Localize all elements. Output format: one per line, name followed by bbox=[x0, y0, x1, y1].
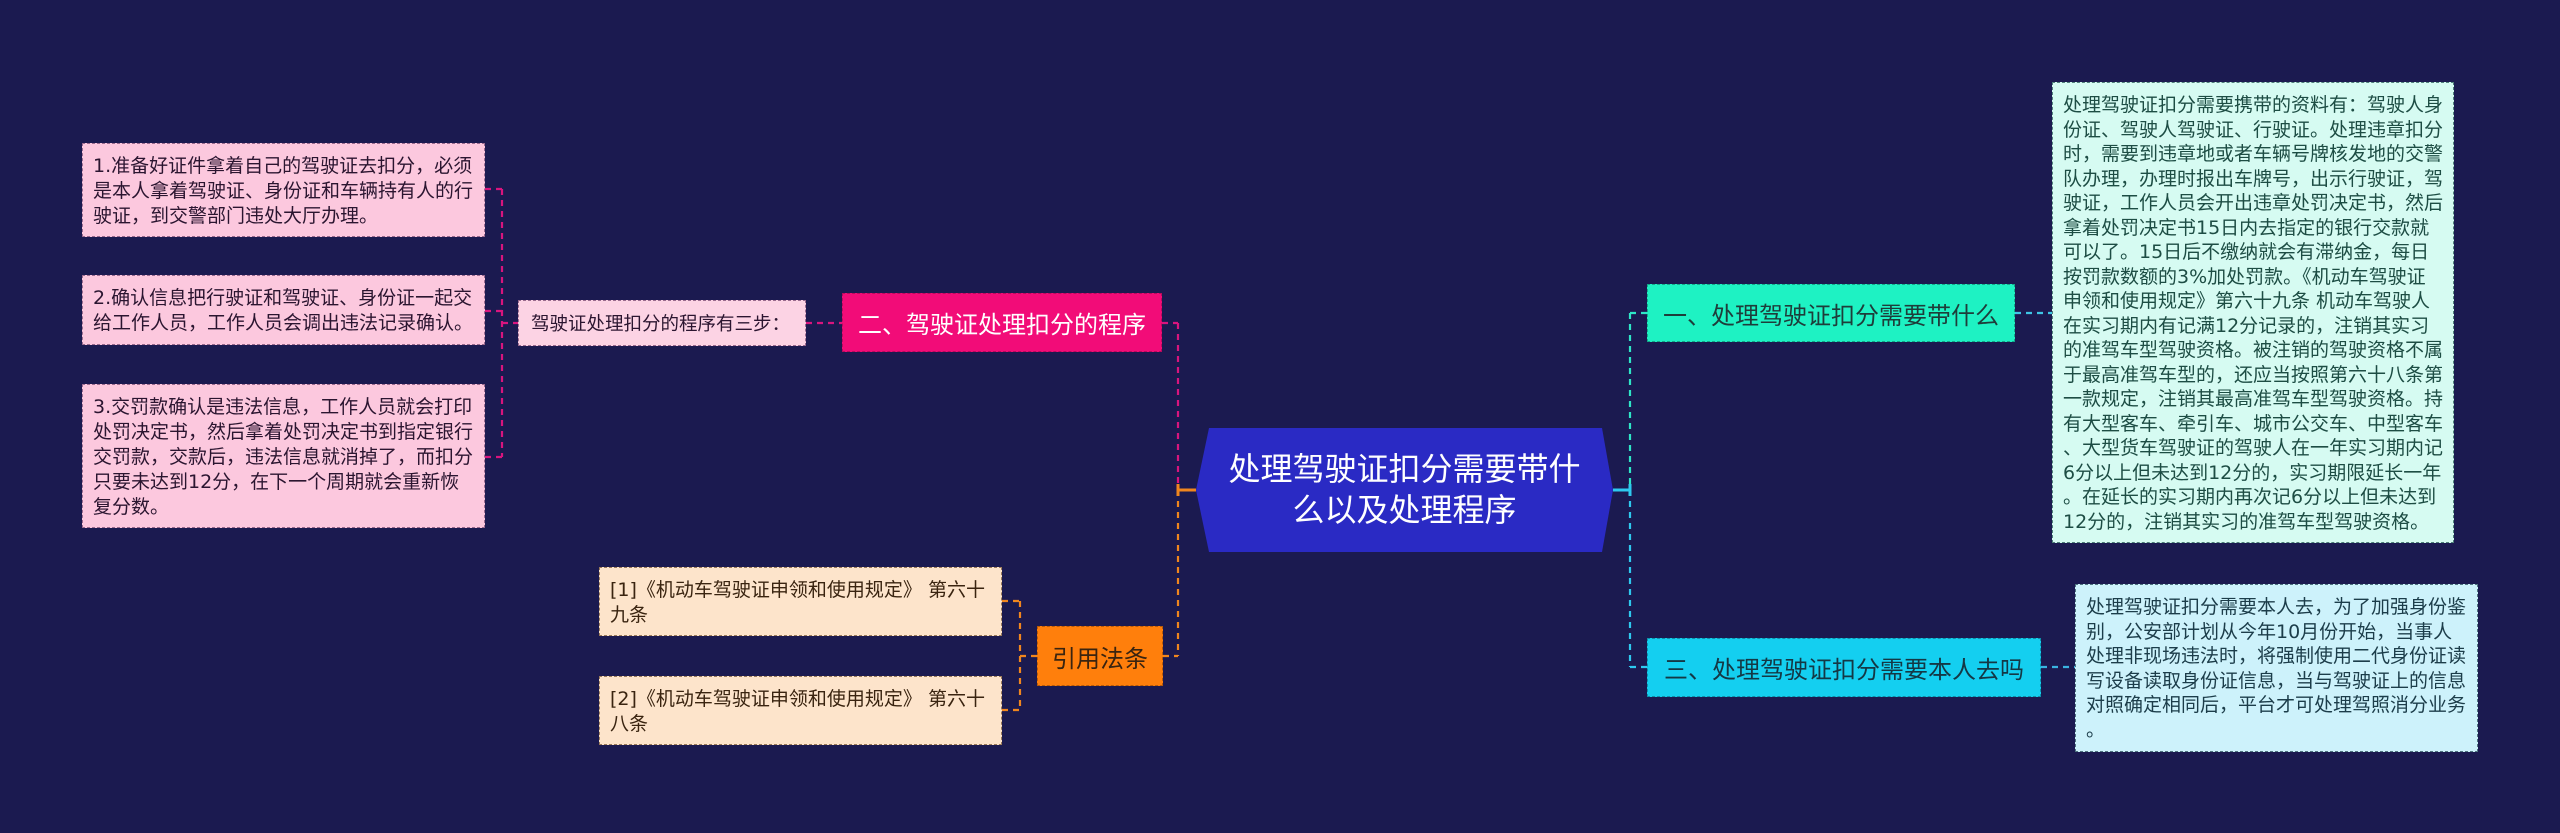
detail-text-line: 。 bbox=[2086, 718, 2106, 741]
step-text-line: 2.确认信息把行驶证和驾驶证、身份证一起交 bbox=[93, 287, 473, 309]
procedure-step-3: 3.交罚款确认是违法信息，工作人员就会打印 处罚决定书，然后拿着处罚决定书到指定… bbox=[82, 384, 485, 528]
detail-text-line: 写设备读取身份证信息，当与驾驶证上的信息 bbox=[2086, 669, 2467, 692]
central-topic-line: 处理驾驶证扣分需要带什 bbox=[1228, 450, 1581, 488]
detail-text-line: 时，需要到违章地或者车辆号牌核发地的交警 bbox=[2063, 143, 2444, 165]
detail-text-line: 于最高准驾车型的，还应当按照第六十八条第 bbox=[2063, 363, 2444, 386]
detail-what-to-bring: 处理驾驶证扣分需要携带的资料有：驾驶人身 份证、驾驶人驾驶证、行驶证。处理违章扣… bbox=[2052, 82, 2454, 543]
detail-text-line: 在实习期内有记满12分记录的，注销其实习 bbox=[2063, 314, 2430, 337]
procedure-steps-label-text: 驾驶证处理扣分的程序有三步： bbox=[531, 314, 791, 335]
reference-text-line: [1]《机动车驾驶证申领和使用规定》 第六十 bbox=[610, 579, 985, 601]
detail-text-line: 处理驾驶证扣分需要携带的资料有：驾驶人身 bbox=[2063, 94, 2444, 116]
procedure-step-2: 2.确认信息把行驶证和驾驶证、身份证一起交 给工作人员，工作人员会调出违法记录确… bbox=[82, 275, 485, 345]
step-text-line: 处罚决定书，然后拿着处罚决定书到指定银行 bbox=[93, 421, 474, 443]
topic-procedure: 二、驾驶证处理扣分的程序 bbox=[842, 293, 1162, 352]
detail-text-line: 拿着处罚决定书15日内去指定的银行交款就 bbox=[2063, 216, 2430, 239]
step-text-line: 是本人拿着驾驶证、身份证和车辆持有人的行 bbox=[93, 180, 474, 202]
step-text-line: 驶证，到交警部门违处大厅办理。 bbox=[93, 205, 379, 227]
detail-text-line: 、大型货车驾驶证的驾驶人在一年实习期内记 bbox=[2063, 437, 2444, 459]
detail-text-line: 可以了。15日后不缴纳就会有滞纳金，每日 bbox=[2063, 241, 2430, 263]
topic-what-to-bring: 一、处理驾驶证扣分需要带什么 bbox=[1647, 284, 2015, 342]
topic-procedure-label: 二、驾驶证处理扣分的程序 bbox=[858, 311, 1146, 339]
step-text-line: 给工作人员，工作人员会调出违法记录确认。 bbox=[93, 312, 474, 334]
detail-text-line: 处理驾驶证扣分需要本人去，为了加强身份鉴 bbox=[2086, 596, 2467, 618]
central-topic: 处理驾驶证扣分需要带什 么以及处理程序 bbox=[1196, 428, 1613, 552]
detail-text-line: 6分以上但未达到12分的，实习期限延长一年 bbox=[2063, 461, 2442, 484]
detail-text-line: 别，公安部计划从今年10月份开始，当事人 bbox=[2086, 620, 2453, 643]
topic-references: 引用法条 bbox=[1037, 626, 1163, 686]
step-text-line: 1.准备好证件拿着自己的驾驶证去扣分，必须 bbox=[93, 155, 473, 177]
reference-text-line: 九条 bbox=[610, 603, 649, 626]
topic-in-person: 三、处理驾驶证扣分需要本人去吗 bbox=[1647, 638, 2041, 697]
topic-what-to-bring-label: 一、处理驾驶证扣分需要带什么 bbox=[1663, 301, 1999, 330]
topic-in-person-label: 三、处理驾驶证扣分需要本人去吗 bbox=[1664, 656, 2024, 684]
reference-text-line: [2]《机动车驾驶证申领和使用规定》 第六十 bbox=[610, 688, 985, 710]
central-topic-line: 么以及处理程序 bbox=[1292, 491, 1517, 529]
detail-text-line: 。在延长的实习期内再次记6分以上但未达到 bbox=[2063, 486, 2437, 508]
detail-text-line: 有大型客车、牵引车、城市公交车、中型客车 bbox=[2063, 412, 2444, 435]
detail-text-line: 一款规定，注销其最高准驾车型驾驶资格。持 bbox=[2063, 388, 2444, 410]
reference-text-line: 八条 bbox=[610, 712, 649, 735]
detail-text-line: 按罚款数额的3%加处罚款。《机动车驾驶证 bbox=[2063, 265, 2426, 288]
step-text-line: 只要未达到12分，在下一个周期就会重新恢 bbox=[93, 471, 460, 493]
detail-text-line: 处理非现场违法时，将强制使用二代身份证读 bbox=[2086, 645, 2467, 667]
step-text-line: 3.交罚款确认是违法信息，工作人员就会打印 bbox=[93, 396, 473, 418]
detail-text-line: 12分的，注销其实习的准驾车型驾驶资格。 bbox=[2063, 510, 2430, 533]
procedure-step-1: 1.准备好证件拿着自己的驾驶证去扣分，必须 是本人拿着驾驶证、身份证和车辆持有人… bbox=[82, 143, 485, 237]
detail-text-line: 份证、驾驶人驾驶证、行驶证。处理违章扣分 bbox=[2063, 118, 2444, 141]
detail-text-line: 驶证，工作人员会开出违章处罚决定书，然后 bbox=[2063, 192, 2444, 214]
topic-references-label: 引用法条 bbox=[1052, 644, 1148, 673]
reference-item-2: [2]《机动车驾驶证申领和使用规定》 第六十 八条 bbox=[599, 676, 1002, 745]
detail-text-line: 的准驾车型驾驶资格。被注销的驾驶资格不属 bbox=[2063, 339, 2444, 361]
step-text-line: 复分数。 bbox=[93, 496, 170, 518]
detail-text-line: 对照确定相同后，平台才可处理驾照消分业务 bbox=[2086, 694, 2467, 716]
step-text-line: 交罚款，交款后，违法信息就消掉了，而扣分 bbox=[93, 446, 474, 468]
detail-text-line: 队办理，办理时报出车牌号，出示行驶证，驾 bbox=[2063, 167, 2444, 190]
procedure-steps-label: 驾驶证处理扣分的程序有三步： bbox=[518, 300, 806, 346]
detail-text-line: 申领和使用规定》第六十九条 机动车驾驶人 bbox=[2063, 290, 2431, 312]
detail-in-person: 处理驾驶证扣分需要本人去，为了加强身份鉴 别，公安部计划从今年10月份开始，当事… bbox=[2075, 584, 2478, 752]
reference-item-1: [1]《机动车驾驶证申领和使用规定》 第六十 九条 bbox=[599, 567, 1002, 636]
